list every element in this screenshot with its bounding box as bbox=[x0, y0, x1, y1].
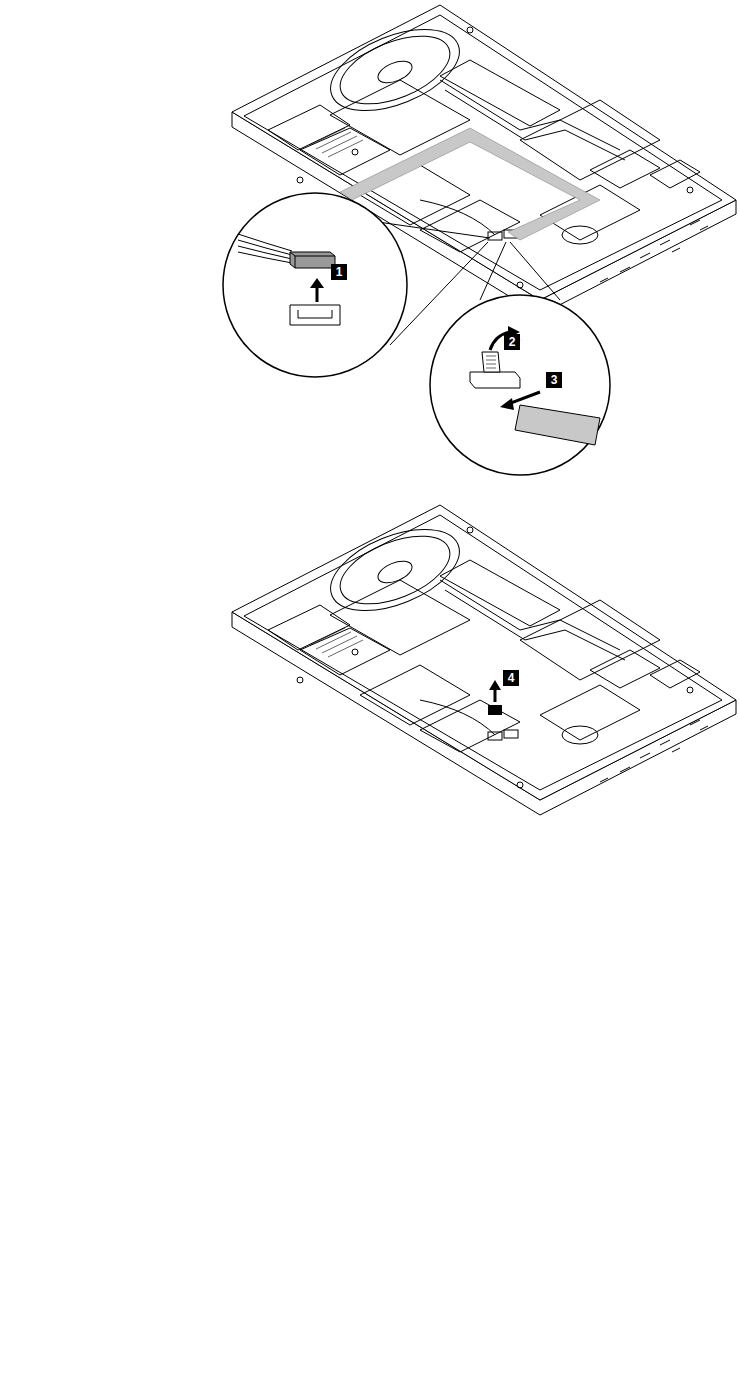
callout-number: 4 bbox=[503, 670, 519, 686]
callout-number: 3 bbox=[546, 372, 562, 388]
callout-number: 1 bbox=[331, 264, 347, 280]
callout-number: 2 bbox=[504, 334, 520, 350]
